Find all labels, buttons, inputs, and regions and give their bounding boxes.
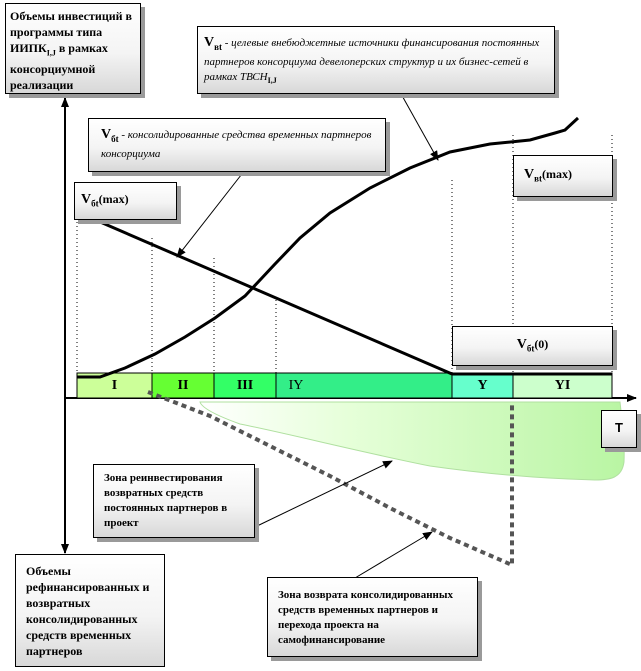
vbt-definition-box: Vбt - консолидированные средства временн… [88, 118, 386, 172]
vbt-zero-tail: (0) [534, 337, 549, 351]
leader-return [354, 531, 433, 579]
phase-label-2: II [177, 378, 189, 393]
vbt-def-text: - консолидированные средства временных п… [101, 129, 372, 160]
return-zone-box: Зона возврата консолидированных средств … [267, 577, 478, 657]
y-axis-top-sub: I,J [46, 48, 56, 58]
y-axis-bottom-label-box: Объемы рефинансированных и возвратных ко… [15, 554, 165, 667]
vvt-max-box: Vвt(max) [513, 155, 613, 197]
vbt-max-sym: V [81, 192, 92, 207]
leader-vbt-def [176, 169, 246, 258]
vbt-zero-sub: бt [526, 343, 535, 354]
y-axis-top-label-box: Объемы инвестиций в программы типа ИИПКI… [5, 3, 141, 94]
vvt-max-tail: (max) [541, 167, 572, 181]
vbt-def-sub: бt [111, 133, 119, 144]
vbt-max-sub: бt [91, 198, 99, 209]
y-axis-top-label-tail: в рамках консорциумной реализации [10, 41, 108, 93]
phase-cell-4 [275, 372, 453, 399]
phase-label-6: YI [554, 378, 571, 393]
vbt-zero-sym: V [516, 337, 527, 352]
vvt-max-sym: V [524, 167, 535, 182]
return-zone-text: Зона возврата консолидированных средств … [278, 589, 453, 646]
leader-reinvest [254, 460, 393, 528]
vbt-falling-line [76, 210, 453, 376]
y-axis-top-label: Объемы инвестиций в программы типа ИИПК [10, 9, 133, 55]
x-axis-label: T [615, 420, 623, 435]
phase-bar [76, 372, 613, 399]
phase-label-3: III [236, 378, 254, 393]
leader-vvt-def [399, 91, 439, 161]
vbt-max-tail: (max) [98, 192, 129, 206]
vbt-def-sym: V [101, 127, 112, 142]
reinvest-zone-box: Зона реинвестирования возвратных средств… [93, 464, 255, 538]
vvt-def-sym: V [204, 35, 215, 50]
reinvest-zone-text: Зона реинвестирования возвратных средств… [104, 472, 228, 529]
vvt-def-tail-sub: I,J [267, 75, 277, 85]
vvt-def-sub: вt [214, 41, 222, 52]
vvt-def-text: - целевые внебюджетные источники финанси… [204, 37, 540, 83]
vbt-max-box: Vбt(max) [74, 182, 177, 220]
phase-cell-3 [213, 372, 277, 399]
phase-label-1: I [111, 378, 118, 393]
reinvest-zone-area [199, 401, 625, 481]
x-axis-label-box: T [601, 410, 637, 448]
vbt-return-dashed-curve [147, 390, 514, 569]
phase-cell-6 [512, 372, 613, 399]
phase-label-5: Y [477, 378, 488, 393]
phase-label-4: IY [288, 378, 304, 393]
vbt-zero-box: Vбt(0) [452, 326, 613, 366]
vvt-max-sub: вt [534, 173, 542, 184]
vvt-rising-curve [77, 116, 580, 379]
phase-cell-2 [151, 372, 215, 399]
y-axis-bottom-label: Объемы рефинансированных и возвратных ко… [26, 564, 150, 658]
vvt-definition-box: Vвt - целевые внебюджетные источники фин… [197, 26, 555, 94]
